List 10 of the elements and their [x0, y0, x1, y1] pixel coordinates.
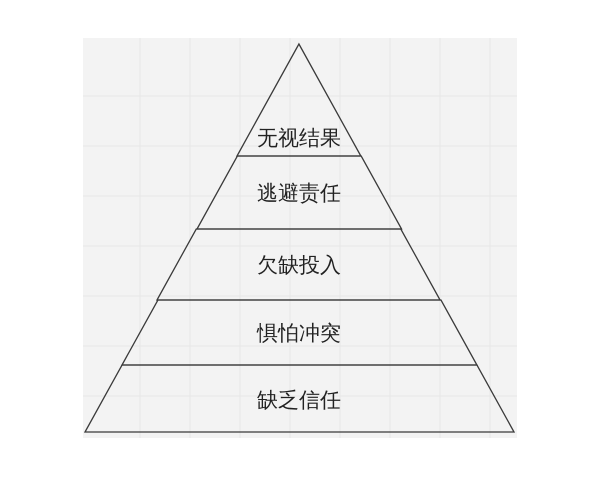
pyramid-top-triangle: [237, 44, 361, 156]
pyramid-layer: [122, 300, 476, 365]
layer-label: 逃避责任: [256, 182, 341, 204]
pyramid-layer: [84, 365, 514, 432]
pyramid-layer: [196, 156, 402, 229]
layer-label: 惧怕冲突: [256, 322, 341, 344]
layer-label: 欠缺投入: [256, 254, 341, 276]
layer-label: 缺乏信任: [257, 390, 341, 410]
layer-label: 无视结果: [256, 128, 341, 148]
pyramid-layer: [157, 229, 441, 300]
